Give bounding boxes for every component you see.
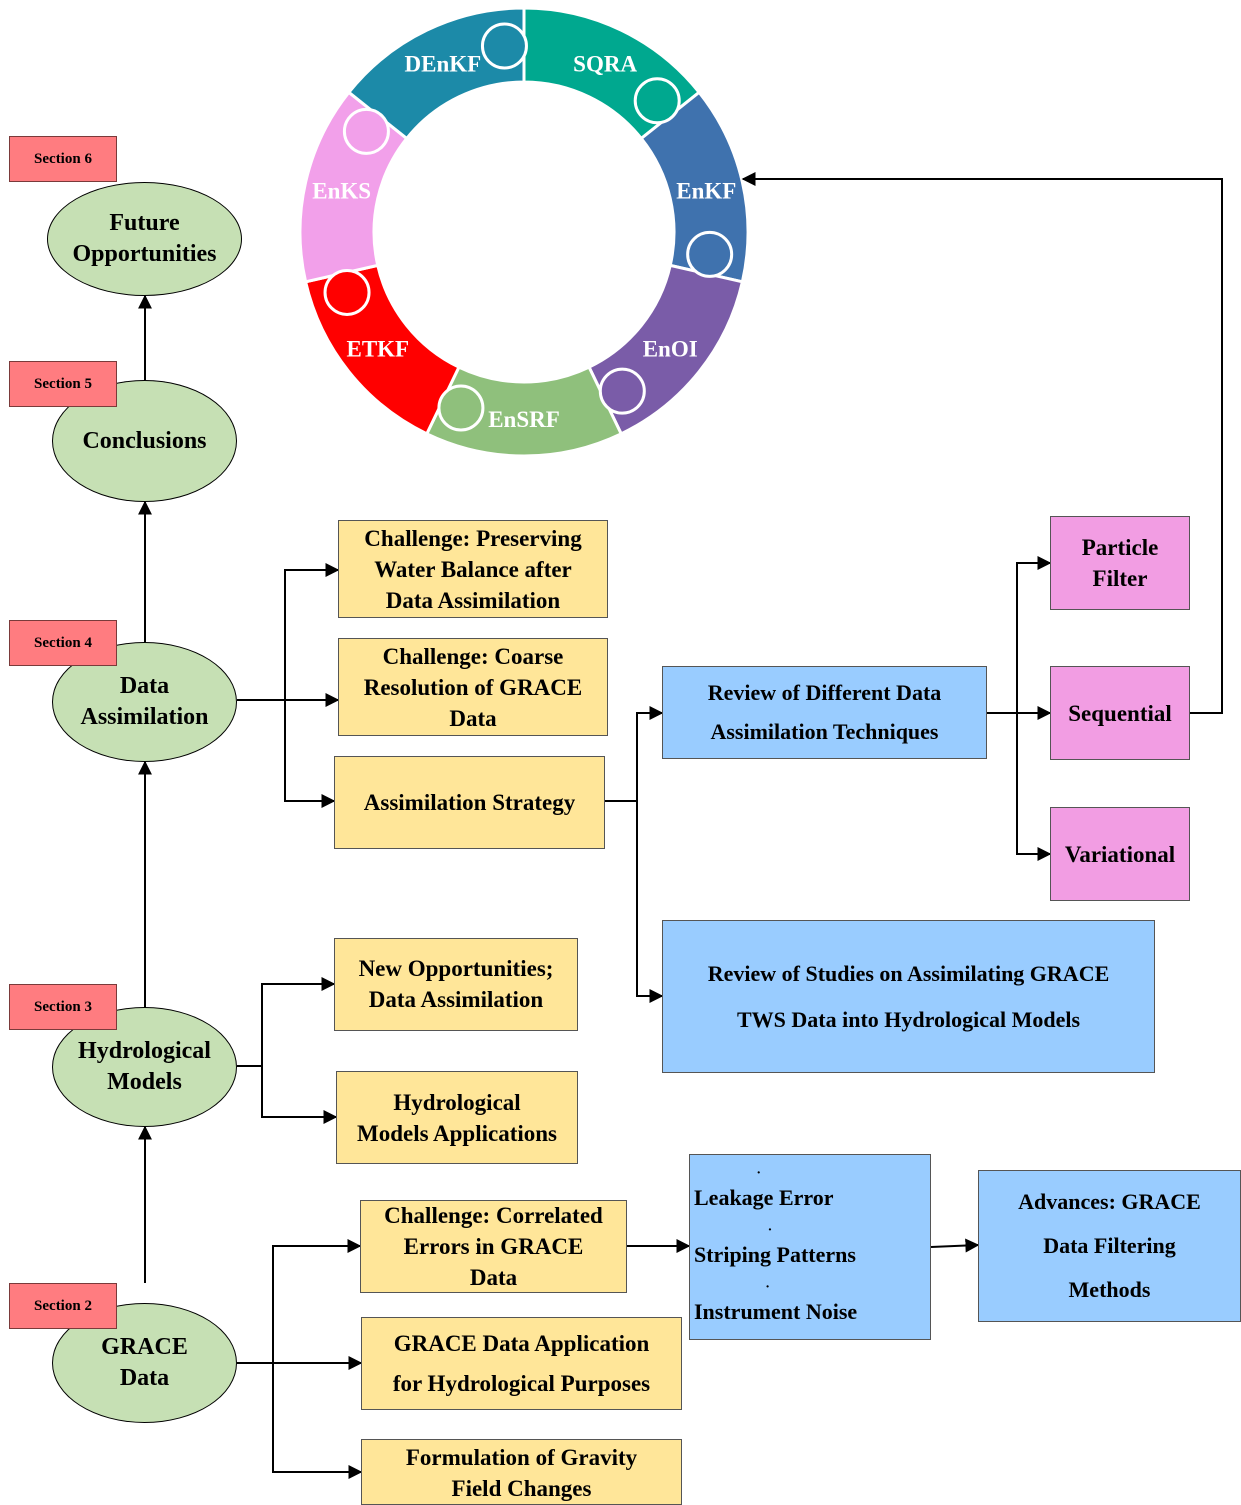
section4-title-line1: Data bbox=[119, 673, 170, 699]
box-gravity-line2: Field Changes bbox=[451, 1476, 592, 1501]
box-water-balance-line3: Data Assimilation bbox=[385, 587, 561, 613]
box-advances-line3: Methods bbox=[1068, 1277, 1151, 1302]
box-review-studies-line1: Review of Studies on Assimilating GRACE bbox=[707, 960, 1110, 986]
box-review-techniques-line1: Review of Different Data bbox=[707, 680, 942, 705]
box-sequential: Sequential bbox=[1050, 666, 1190, 760]
arrow-errors-advances bbox=[930, 1238, 980, 1253]
box-new-opps-line1: New Opportunities; bbox=[358, 956, 554, 981]
section5-title: Conclusions bbox=[82, 427, 207, 454]
wheel-knob bbox=[598, 367, 646, 415]
box-error-list: · Leakage Error · Striping Patterns · Instr… bbox=[689, 1154, 931, 1340]
box-gravity-line1: Formulation of Gravity bbox=[405, 1445, 638, 1470]
box-hydro-apps-line2: Models Applications bbox=[356, 1120, 557, 1146]
arrow-da-water-balance bbox=[284, 563, 340, 700]
box-assimilation-strategy: Assimilation Strategy bbox=[334, 756, 605, 849]
section2-title-line2: Data bbox=[119, 1365, 170, 1391]
box-water-balance-line2: Water Balance after bbox=[374, 556, 572, 582]
box-grace-application: GRACE Data Application for Hydrological … bbox=[361, 1317, 682, 1410]
section5-tag: Section 5 bbox=[9, 361, 117, 407]
box-review-techniques: Review of Different Data Assimilation Te… bbox=[662, 666, 987, 759]
arrow-da-strategy bbox=[284, 700, 336, 808]
wheel-knob bbox=[633, 77, 681, 125]
error-item-leakage: · Leakage Error bbox=[694, 1165, 834, 1211]
box-new-opportunities: New Opportunities; Data Assimilation bbox=[334, 938, 578, 1031]
box-review-studies-line2: TWS Data into Hydrological Models bbox=[736, 1006, 1081, 1032]
arrow-grace-correlated bbox=[272, 1239, 362, 1363]
wheel-knob bbox=[323, 268, 371, 316]
box-coarse-line1: Challenge: Coarse bbox=[382, 643, 564, 669]
wheel-label: ETKF bbox=[346, 337, 409, 362]
box-coarse-line3: Data bbox=[449, 705, 497, 731]
error-item-striping: · Striping Patterns bbox=[694, 1222, 856, 1268]
connectors bbox=[138, 172, 1223, 1479]
box-strategy-label: Assimilation Strategy bbox=[363, 790, 576, 815]
wheel-knob bbox=[480, 22, 528, 70]
wheel-knob bbox=[686, 230, 734, 278]
bullet-icon: · bbox=[765, 1280, 770, 1296]
bullet-icon: · bbox=[756, 1165, 762, 1181]
wheel-label: SQRA bbox=[573, 52, 637, 77]
section2-title-line1: GRACE bbox=[101, 1334, 188, 1360]
box-water-balance-line1: Challenge: Preserving bbox=[364, 525, 582, 551]
arrow-hydro-new-opps bbox=[261, 977, 336, 1066]
box-particle-line1: Particle bbox=[1081, 535, 1159, 560]
box-water-balance: Challenge: Preserving Water Balance afte… bbox=[338, 520, 608, 618]
section3-title-line1: Hydrological bbox=[78, 1038, 211, 1064]
box-grace-app-line1: GRACE Data Application bbox=[393, 1330, 650, 1356]
bullet-icon: · bbox=[767, 1222, 773, 1238]
box-gravity-field: Formulation of Gravity Field Changes bbox=[361, 1439, 682, 1505]
arrow-grace-gravity bbox=[272, 1363, 363, 1479]
box-correlated-line3: Data bbox=[469, 1265, 518, 1290]
section2-tag: Section 2 bbox=[9, 1283, 117, 1329]
section4-tag: Section 4 bbox=[9, 620, 117, 666]
error-item-noise-text: Instrument Noise bbox=[694, 1299, 858, 1325]
arrow-hydro-apps bbox=[261, 1066, 338, 1124]
section6-title-line1: Future bbox=[109, 210, 180, 236]
box-correlated-errors: Challenge: Correlated Errors in GRACE Da… bbox=[360, 1200, 627, 1293]
error-item-noise: · Instrument Noise bbox=[694, 1280, 858, 1325]
wheel-label: EnKS bbox=[312, 178, 371, 203]
wheel-piece bbox=[346, 6, 526, 141]
section6-ellipse: Future Opportunities bbox=[47, 182, 242, 296]
box-particle-line2: Filter bbox=[1092, 566, 1148, 591]
box-review-techniques-line2: Assimilation Techniques bbox=[710, 719, 939, 744]
arrow-strategy-review-studies bbox=[636, 801, 664, 1003]
section3-title-line2: Models bbox=[107, 1069, 182, 1095]
box-hydro-apps-line1: Hydrological bbox=[393, 1089, 521, 1115]
box-new-opps-line2: Data Assimilation bbox=[368, 987, 544, 1012]
arrow-particle bbox=[1016, 556, 1052, 713]
box-coarse-resolution: Challenge: Coarse Resolution of GRACE Da… bbox=[338, 638, 608, 736]
arrow-variational bbox=[1016, 713, 1052, 861]
error-item-leakage-text: Leakage Error bbox=[694, 1184, 834, 1210]
box-particle-filter: Particle Filter bbox=[1050, 516, 1190, 610]
box-variational-label: Variational bbox=[1064, 841, 1176, 867]
section4-title-line2: Assimilation bbox=[80, 704, 209, 730]
box-correlated-line2: Errors in GRACE bbox=[403, 1234, 584, 1259]
box-correlated-line1: Challenge: Correlated bbox=[384, 1203, 603, 1228]
box-coarse-line2: Resolution of GRACE bbox=[363, 674, 583, 700]
box-grace-app-line2: for Hydrological Purposes bbox=[392, 1371, 651, 1397]
wheel-label: EnOI bbox=[643, 337, 698, 362]
box-variational: Variational bbox=[1050, 807, 1190, 901]
puzzle-wheel: SQRA EnKF EnOI EnSRF ETKF EnKS DEnKF bbox=[298, 6, 750, 458]
section6-title-line2: Opportunities bbox=[72, 241, 217, 267]
wheel-label: DEnKF bbox=[405, 52, 482, 77]
section3-tag: Section 3 bbox=[9, 984, 117, 1030]
wheel-knob bbox=[342, 107, 390, 155]
box-advances-line2: Data Filtering bbox=[1043, 1233, 1176, 1258]
error-item-striping-text: Striping Patterns bbox=[694, 1241, 856, 1267]
wheel-label: EnSRF bbox=[488, 407, 560, 432]
box-advances-line1: Advances: GRACE bbox=[1018, 1189, 1201, 1214]
arrow-sequential-enkf bbox=[741, 172, 1223, 714]
box-review-studies: Review of Studies on Assimilating GRACE … bbox=[662, 920, 1155, 1073]
box-sequential-label: Sequential bbox=[1068, 700, 1172, 726]
arrow-strategy-review-tech bbox=[636, 706, 664, 801]
section6-tag: Section 6 bbox=[9, 136, 117, 182]
wheel-knob bbox=[437, 384, 485, 432]
box-advances: Advances: GRACE Data Filtering Methods bbox=[978, 1170, 1241, 1322]
wheel-label: EnKF bbox=[676, 178, 736, 203]
box-hydro-applications: Hydrological Models Applications bbox=[336, 1071, 578, 1164]
